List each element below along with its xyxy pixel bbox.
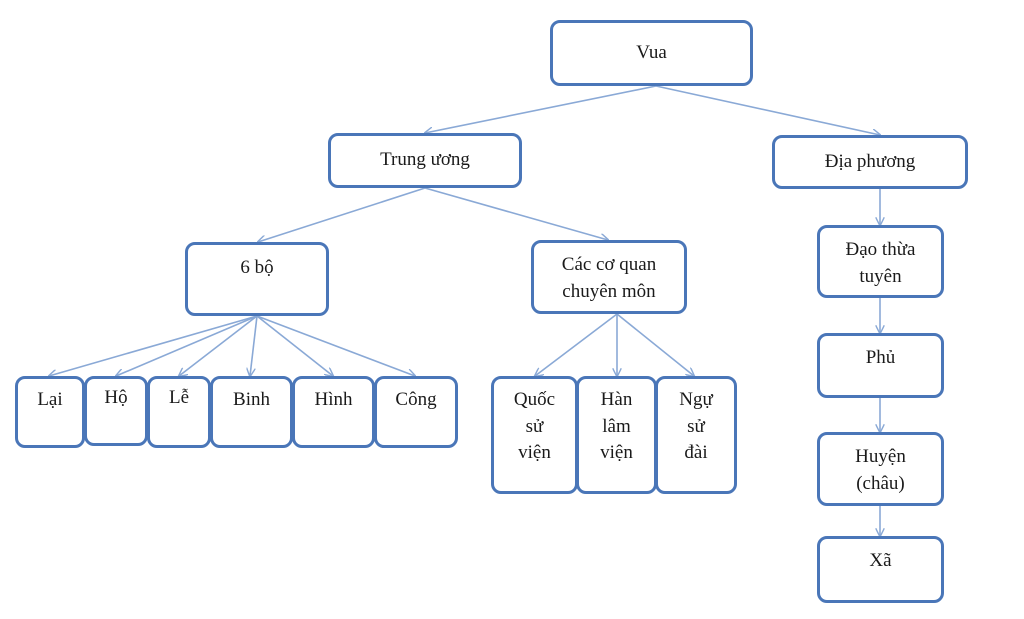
node-trung-uong: Trung ương — [328, 133, 522, 188]
node-6-bo: 6 bộ — [185, 242, 329, 316]
node-ngu-su-dai-label: Ngự sử đài — [679, 389, 713, 464]
node-ho-label: Hộ — [104, 387, 128, 408]
node-xa: Xã — [817, 536, 944, 603]
node-hinh: Hình — [292, 376, 375, 448]
node-vua: Vua — [550, 20, 753, 86]
node-cac-co-quan-label: Các cơ quan chuyên môn — [561, 254, 657, 302]
node-le-label: Lễ — [168, 387, 190, 408]
node-cong-label: Công — [395, 389, 437, 410]
node-trung-uong-label: Trung ương — [380, 149, 470, 171]
edge-trung-uong-6-bo — [258, 187, 426, 242]
node-huyen-chau: Huyện (châu) — [817, 432, 944, 506]
node-phu-label: Phủ — [865, 347, 896, 368]
node-dia-phuong: Địa phương — [772, 135, 968, 189]
edge-vua-dia-phuong — [655, 85, 880, 135]
node-vua-label: Vua — [636, 41, 667, 63]
node-quoc-su-vien-label: Quốc sử viện — [513, 389, 556, 464]
node-le: Lễ — [147, 376, 211, 448]
node-han-lam-vien-label: Hàn lâm viện — [600, 389, 633, 464]
node-lai-label: Lại — [37, 389, 63, 410]
edge-vua-trung-uong — [425, 85, 657, 133]
node-binh-label: Binh — [233, 389, 270, 410]
node-6-bo-label: 6 bộ — [240, 257, 274, 278]
node-ngu-su-dai: Ngự sử đài — [655, 376, 737, 494]
node-cong: Công — [374, 376, 458, 448]
node-cac-co-quan-chuyen-mon: Các cơ quan chuyên môn — [531, 240, 687, 314]
edge-6-bo-le — [179, 315, 258, 376]
node-dia-phuong-label: Địa phương — [824, 150, 916, 172]
edge-6-bo-cong — [256, 315, 415, 376]
node-lai: Lại — [15, 376, 85, 448]
edge-trung-uong-co-quan — [424, 187, 608, 240]
edge-co-quan-ngu-su-dai — [616, 313, 694, 376]
edge-6-bo-ho — [116, 315, 258, 376]
edge-6-bo-binh — [250, 315, 258, 376]
node-ho: Hộ — [84, 376, 148, 446]
node-dao-thua-tuyen: Đạo thừa tuyên — [817, 225, 944, 298]
node-phu: Phủ — [817, 333, 944, 398]
node-quoc-su-vien: Quốc sử viện — [491, 376, 578, 494]
edge-co-quan-quoc-su-vien — [535, 313, 618, 376]
node-dao-thua-tuyen-label: Đạo thừa tuyên — [845, 239, 916, 287]
edge-6-bo-lai — [49, 315, 258, 376]
node-binh: Binh — [210, 376, 293, 448]
node-hinh-label: Hình — [314, 389, 353, 410]
edge-6-bo-hinh — [256, 315, 333, 376]
node-huyen-chau-label: Huyện (châu) — [855, 446, 906, 494]
node-han-lam-vien: Hàn lâm viện — [576, 376, 657, 494]
node-xa-label: Xã — [869, 550, 892, 571]
